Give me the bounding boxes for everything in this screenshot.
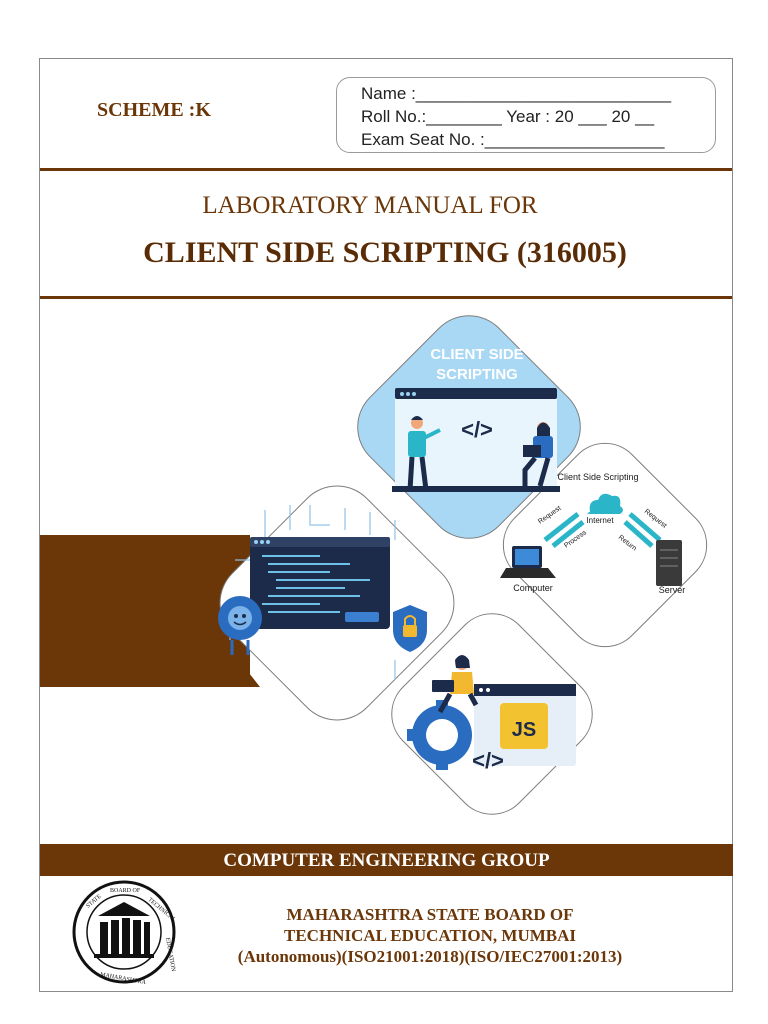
roll-year-field[interactable]: Roll No.:________ Year : 20 ___ 20 __ — [361, 107, 655, 126]
group-banner: COMPUTER ENGINEERING GROUP — [40, 844, 733, 876]
name-field[interactable]: Name :___________________________ — [361, 84, 672, 103]
svg-text:BOARD OF: BOARD OF — [110, 888, 141, 894]
board-name-line1: MAHARASHTRA STATE BOARD OF — [286, 905, 574, 924]
title-divider — [40, 296, 732, 299]
svg-text:MAHARASHTRA: MAHARASHTRA — [100, 972, 147, 984]
js-badge: JS — [512, 719, 536, 741]
card-title-line2: SCRIPTING — [436, 366, 518, 383]
code-tag-icon: </> — [461, 417, 493, 442]
msbte-seal-logo: STATE BOARD OF TECHNICAL EDUCATION MAHAR… — [72, 880, 177, 984]
card-javascript: JS </> — [391, 613, 593, 815]
card-title-line1: CLIENT SIDE — [430, 346, 523, 363]
board-certification: (Autonomous)(ISO21001:2018)(ISO/IEC27001… — [237, 947, 623, 966]
code-tag-icon-2: </> — [472, 748, 504, 773]
svg-text:EDUCATION: EDUCATION — [164, 937, 176, 973]
board-name-line2: TECHNICAL EDUCATION, MUMBAI — [283, 926, 576, 945]
internet-label: Internet — [586, 516, 614, 525]
card-client-side-scripting: CLIENT SIDE SCRIPTING </> — [357, 315, 581, 539]
side-band — [40, 535, 250, 687]
student-info-box: Name :___________________________ Roll N… — [336, 77, 716, 153]
course-title: CLIENT SIDE SCRIPTING (316005) — [143, 236, 627, 269]
card-code-editor — [218, 485, 455, 721]
diagram-title: Client Side Scripting — [557, 472, 638, 482]
manual-heading: LABORATORY MANUAL FOR — [202, 192, 538, 219]
server-label: Server — [659, 585, 686, 595]
top-divider — [40, 168, 732, 171]
scheme-label: SCHEME :K — [97, 99, 211, 121]
computer-label: Computer — [513, 583, 553, 593]
exam-seat-field[interactable]: Exam Seat No. :___________________ — [361, 130, 665, 149]
page-border — [39, 58, 733, 992]
